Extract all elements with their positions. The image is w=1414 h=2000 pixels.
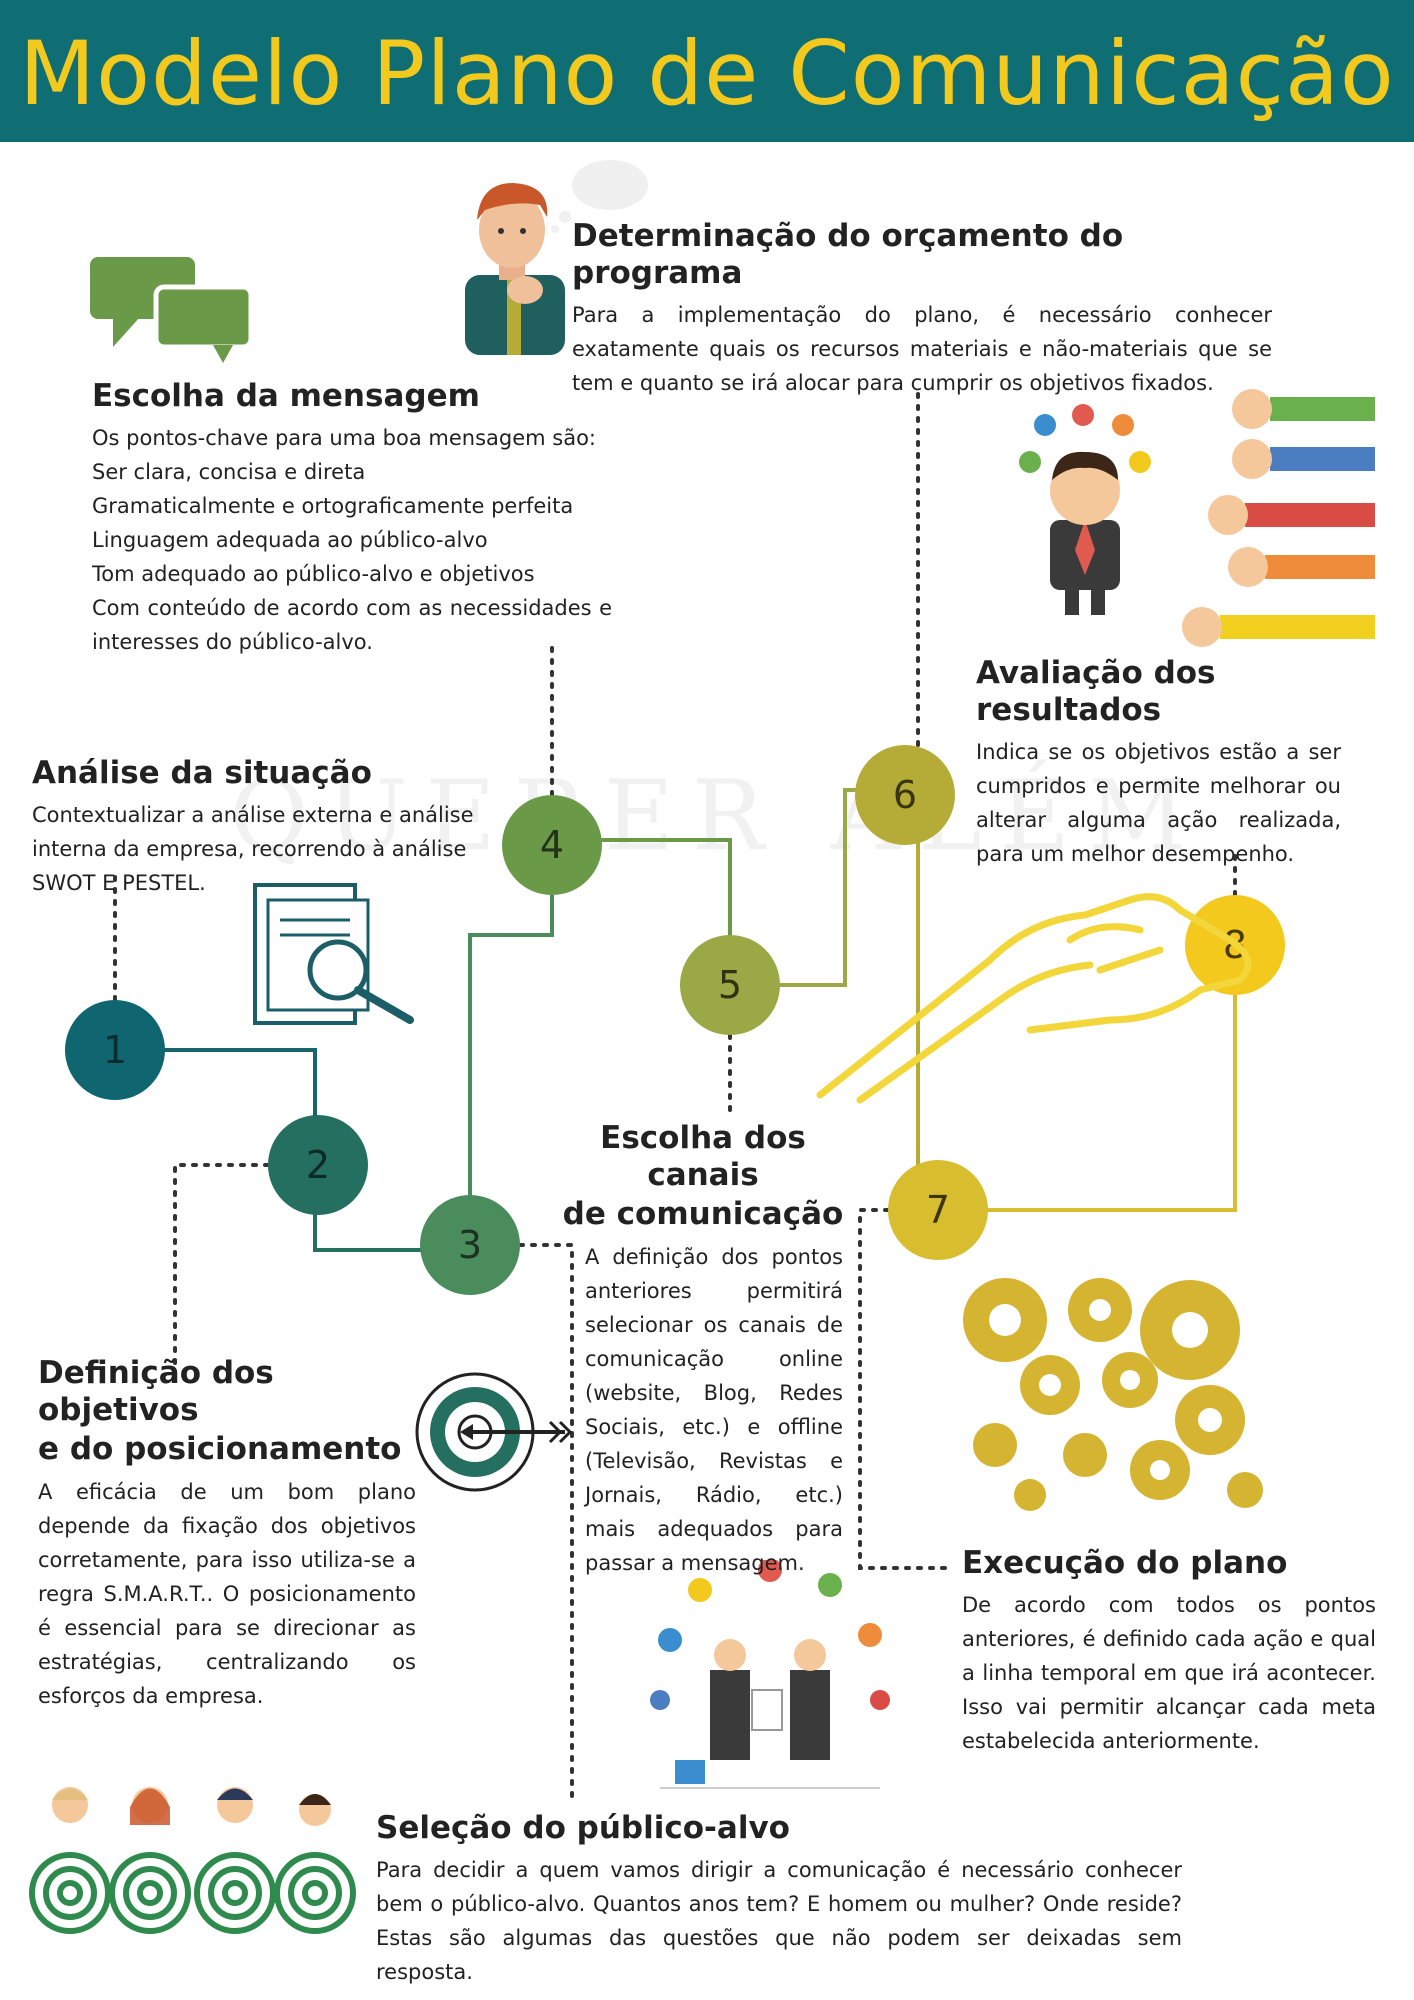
section-text: A eficácia de um bom plano depende da fi… — [38, 1479, 416, 1708]
watermark: QUERER ALÉM — [230, 760, 1205, 872]
step-7-circle: 7 — [888, 1160, 988, 1260]
section-title-line1: Definição dos objetivos — [38, 1355, 274, 1429]
connector-7-8 — [938, 945, 1237, 1212]
section-text: De acordo com todos os pontos anteriores… — [962, 1593, 1376, 1754]
message-line: Ser clara, concisa e direta — [92, 460, 366, 485]
step-4-circle: 4 — [502, 795, 602, 895]
step-1-circle: 1 — [65, 1000, 165, 1100]
gears-icon — [963, 1278, 1263, 1511]
section-objetivos: Definição dos objetivos e do posicioname… — [38, 1355, 418, 1713]
thinking-man-icon — [465, 160, 648, 355]
businessman-ideas-icon — [1019, 404, 1151, 615]
message-line: Linguagem adequada ao público-alvo — [92, 528, 488, 553]
section-text: A definição dos pontos anteriores permit… — [585, 1244, 843, 1575]
document-magnifier-icon — [253, 883, 414, 1025]
message-line: Tom adequado ao público-alvo e objetivos — [92, 562, 535, 587]
chat-bubbles-icon — [90, 257, 253, 363]
message-line: Gramaticalmente e ortograficamente perfe… — [92, 494, 574, 519]
section-analise: Análise da situação Contextualizar a aná… — [32, 755, 482, 900]
target-arrow-icon — [415, 1372, 573, 1492]
message-line: Os pontos-chave para uma boa mensagem sã… — [92, 426, 596, 451]
section-text: Indica se os objetivos estão a ser cumpr… — [976, 740, 1341, 867]
section-title: Escolha da mensagem — [92, 378, 480, 414]
section-canais: Escolha dos canais de comunicação A defi… — [558, 1120, 848, 1580]
step-2-circle: 2 — [268, 1115, 368, 1215]
section-title-line1: Escolha dos canais — [600, 1120, 806, 1194]
section-title: Avaliação dos resultados — [976, 655, 1216, 729]
section-title: Determinação do orçamento do programa — [572, 218, 1124, 292]
step-3-circle: 3 — [420, 1195, 520, 1295]
step-6-circle: 6 — [855, 745, 955, 845]
section-publico: Seleção do público-alvo Para decidir a q… — [376, 1810, 1182, 1989]
section-avaliacao: Avaliação dos resultados Indica se os ob… — [976, 655, 1376, 871]
page-title: Modelo Plano de Comunicação — [19, 22, 1395, 125]
section-text: Para a implementação do plano, é necessá… — [572, 303, 1272, 396]
section-title: Análise da situação — [32, 755, 372, 791]
step-5-circle: 5 — [680, 935, 780, 1035]
connector-3-4 — [468, 840, 554, 1245]
section-title-line2: e do posicionamento — [38, 1431, 402, 1468]
section-text: Para decidir a quem vamos dirigir a comu… — [376, 1858, 1182, 1985]
section-execucao: Execução do plano De acordo com todos os… — [962, 1545, 1376, 1758]
thumbs-up-down-icon — [1182, 389, 1375, 647]
section-title: Seleção do público-alvo — [376, 1810, 790, 1846]
section-text: Contextualizar a análise externa e análi… — [32, 803, 474, 896]
hand-icon — [816, 893, 1252, 1104]
message-line: Com conteúdo de acordo com as necessidad… — [92, 596, 612, 655]
section-mensagem: Escolha da mensagem Os pontos-chave para… — [92, 378, 612, 659]
audience-targets-icon — [29, 1787, 356, 1934]
section-orcamento: Determinação do orçamento do programa Pa… — [572, 218, 1272, 400]
business-people-network-icon — [650, 1560, 890, 1789]
section-title: Execução do plano — [962, 1545, 1288, 1581]
header-bar: Modelo Plano de Comunicação — [0, 0, 1414, 142]
section-title-line2: de comunicação — [562, 1196, 844, 1233]
